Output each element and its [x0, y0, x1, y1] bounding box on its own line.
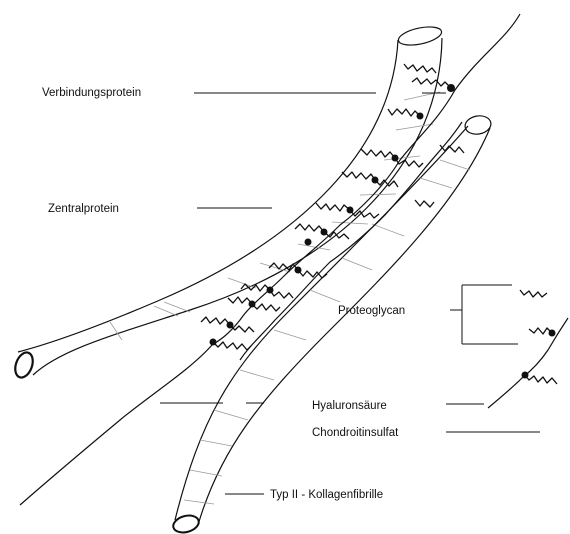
label-verbindungsprotein: Verbindungsprotein: [42, 87, 141, 99]
label-hyaluronsaeure: Hyaluronsäure: [312, 400, 387, 412]
label-chondroitinsulfat: Chondroitinsulfat: [312, 427, 399, 439]
label-zentralprotein: Zentralprotein: [48, 203, 119, 215]
label-kollagenfibrille: Typ II - Kollagenfibrille: [270, 489, 383, 501]
proteoglycan-bristles: [201, 64, 557, 384]
label-proteoglycan: Proteoglycan: [338, 305, 405, 317]
